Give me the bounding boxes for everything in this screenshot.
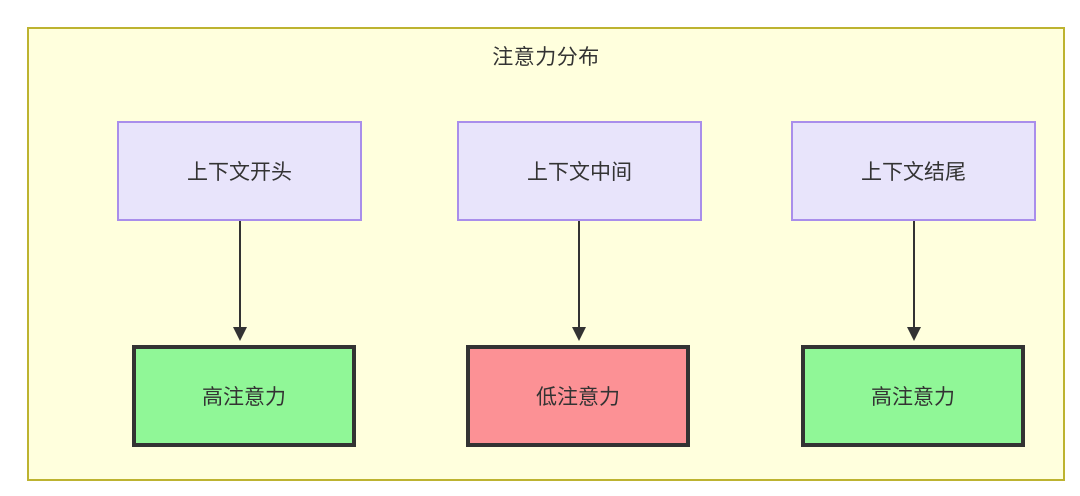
result-node-high-attention-start[interactable]: 高注意力 — [132, 345, 356, 447]
result-node-low-attention-middle[interactable]: 低注意力 — [466, 345, 690, 447]
arrow-down-icon — [906, 327, 921, 341]
edge-middle-to-low — [571, 221, 586, 345]
context-node-end[interactable]: 上下文结尾 — [791, 121, 1036, 221]
result-node-high-attention-end-label: 高注意力 — [871, 385, 955, 409]
edge-end-to-high — [906, 221, 921, 345]
result-node-high-attention-end[interactable]: 高注意力 — [801, 345, 1025, 447]
context-node-start[interactable]: 上下文开头 — [117, 121, 362, 221]
attention-distribution-subgraph: 注意力分布 上下文开头 上下文中间 上下文结尾 高注意力 低注意力 — [27, 27, 1065, 481]
arrow-down-icon — [232, 327, 247, 341]
result-node-high-attention-start-label: 高注意力 — [202, 385, 286, 409]
edge-line — [912, 221, 915, 331]
subgraph-title: 注意力分布 — [492, 45, 600, 69]
context-node-middle[interactable]: 上下文中间 — [457, 121, 702, 221]
edge-start-to-high — [232, 221, 247, 345]
context-node-middle-label: 上下文中间 — [527, 160, 632, 184]
edge-line — [238, 221, 241, 331]
result-node-low-attention-middle-label: 低注意力 — [536, 385, 620, 409]
context-node-start-label: 上下文开头 — [187, 160, 292, 184]
context-node-end-label: 上下文结尾 — [861, 160, 966, 184]
arrow-down-icon — [571, 327, 586, 341]
edge-line — [577, 221, 580, 331]
